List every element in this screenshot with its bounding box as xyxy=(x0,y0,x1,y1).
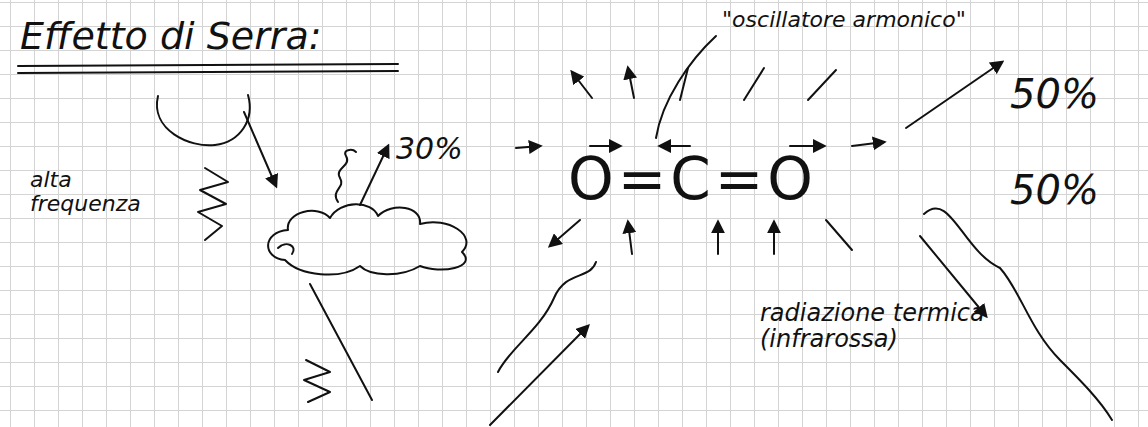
sun-ray xyxy=(310,284,372,400)
note: "oscillatore armonico" xyxy=(722,8,966,32)
title-underline xyxy=(18,71,398,73)
title: Effetto di Serra: xyxy=(20,16,322,58)
molecule-formula: O=C=O xyxy=(568,148,817,212)
field-arrow xyxy=(826,220,852,250)
sun-ray xyxy=(244,112,276,186)
field-arrow xyxy=(628,68,634,98)
title-underline xyxy=(18,64,398,66)
field-arrow xyxy=(744,68,764,100)
field-arrow xyxy=(628,222,632,254)
field-arrow xyxy=(773,222,775,254)
field-arrow xyxy=(660,145,690,147)
percent-label: 30% xyxy=(396,132,463,165)
cloud-curl xyxy=(278,244,294,254)
field-arrow xyxy=(790,145,824,147)
thermal-ray xyxy=(490,326,588,425)
field-arrow xyxy=(516,146,540,148)
note: radiazione termica (infrarossa) xyxy=(760,300,1020,353)
field-arrow xyxy=(852,142,884,146)
field-arrow xyxy=(572,72,592,98)
field-arrow xyxy=(590,145,620,147)
field-arrow xyxy=(550,220,580,246)
wave xyxy=(304,360,330,402)
reflected-ray xyxy=(360,146,388,205)
field-arrow xyxy=(717,222,719,254)
field-arrow xyxy=(808,70,836,100)
wave xyxy=(498,262,596,372)
note: alta frequenza xyxy=(30,168,160,216)
leader-line xyxy=(656,36,716,138)
emitted-ray xyxy=(906,62,1002,128)
cloud xyxy=(268,204,466,274)
percent-label: 50% xyxy=(1010,168,1099,212)
wave xyxy=(336,150,356,202)
wave xyxy=(198,168,228,240)
percent-label: 50% xyxy=(1010,72,1099,116)
sun-arc xyxy=(157,95,250,145)
